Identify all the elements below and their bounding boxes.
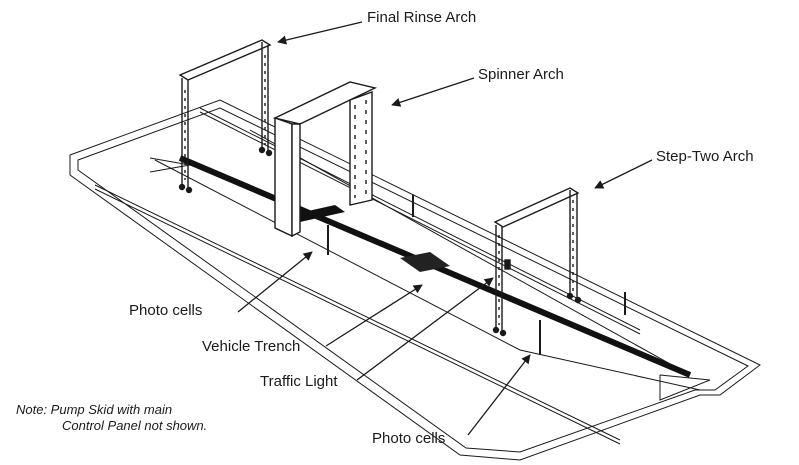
arrow-traffic-light: [356, 277, 494, 381]
trench-grate: [400, 252, 450, 272]
exit-ramp-lines: [659, 374, 711, 401]
arrow-photo-cells-upper: [237, 251, 313, 313]
lane-line-right: [249, 129, 691, 376]
final-rinse-arch: [178, 39, 273, 194]
slab: [69, 99, 761, 461]
traffic-light-fixture: [504, 259, 511, 270]
arrow-spinner: [391, 77, 475, 107]
label-photo-cells-upper: Photo cells: [129, 302, 203, 319]
label-step-two-arch: Step-Two Arch: [656, 148, 754, 165]
spinner-arch: [272, 81, 378, 238]
arrow-step-two: [594, 159, 653, 189]
note: Note: Pump Skid with main Control Panel …: [16, 402, 207, 434]
label-spinner-arch: Spinner Arch: [478, 66, 564, 83]
arrow-final-rinse: [277, 21, 363, 45]
arrow-vehicle-trench: [325, 284, 423, 347]
label-vehicle-trench: Vehicle Trench: [202, 338, 301, 355]
vehicle-trench: [178, 155, 692, 378]
note-line-1: Note: Pump Skid with main: [16, 402, 173, 417]
step-two-arch: [492, 187, 582, 337]
note-line-2: Control Panel not shown.: [62, 418, 208, 433]
photocell-posts: [327, 195, 626, 355]
leader-arrows: [237, 21, 653, 436]
label-traffic-light: Traffic Light: [260, 373, 338, 390]
label-final-rinse-arch: Final Rinse Arch: [367, 9, 477, 26]
slab-edge-rail-upper2: [199, 111, 641, 335]
slab-inner-edge: [77, 107, 749, 453]
slab-outer-edge: [69, 99, 761, 461]
slab-edge-rail-lower: [94, 184, 621, 441]
slab-edge-rail-lower2: [94, 188, 621, 445]
trench-cross-plate: [290, 205, 345, 222]
label-photo-cells-lower: Photo cells: [372, 430, 446, 447]
slab-edge-rail-upper: [199, 107, 641, 331]
arrow-photo-cells-lower: [467, 354, 531, 436]
